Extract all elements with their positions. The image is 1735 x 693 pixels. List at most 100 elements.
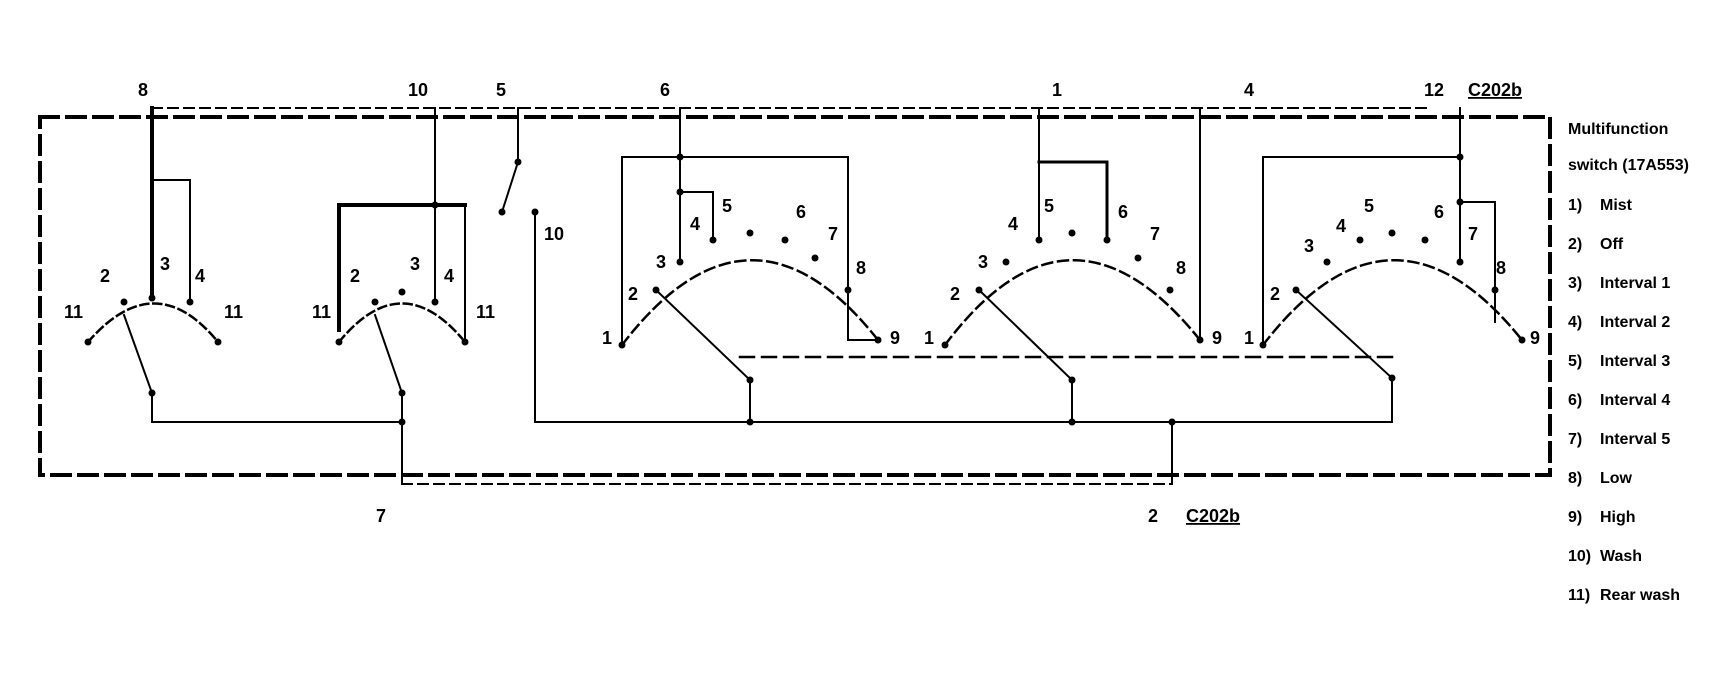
rotary-1-label-2: 2 — [628, 284, 638, 304]
terminal-dot — [618, 341, 626, 349]
switch-a-label-4: 4 — [195, 266, 205, 286]
terminal-dot — [1259, 341, 1267, 349]
legend-item-number: 10) — [1568, 548, 1592, 565]
switch-a-label-2: 2 — [100, 266, 110, 286]
rotary-2-label-1: 1 — [924, 328, 934, 348]
terminal-dot — [746, 376, 754, 384]
rotary-1-label-8: 8 — [856, 258, 866, 278]
legend-item-label: Interval 1 — [1600, 275, 1671, 292]
rotary-1-wire — [679, 191, 714, 241]
top-pin-8: 8 — [138, 80, 148, 100]
wash-switch-blade — [500, 160, 520, 214]
rotary-3-label-4: 4 — [1336, 216, 1346, 236]
rotary-3-arc — [1261, 259, 1524, 347]
legend-item-label: Wash — [1600, 548, 1643, 565]
rotary-1-label-9: 9 — [890, 328, 900, 348]
legend-item: 9) High — [1568, 498, 1733, 537]
terminal-dot — [148, 294, 156, 302]
legend-item-number: 1) — [1568, 197, 1583, 214]
terminal-dot — [1103, 236, 1111, 244]
terminal-dot — [676, 258, 684, 266]
terminal-dot — [1068, 229, 1076, 237]
terminal-dot — [1456, 153, 1464, 161]
rotary-3-label-5: 5 — [1364, 196, 1374, 216]
terminal-dot — [1166, 286, 1174, 294]
legend-item-number: 11) — [1568, 587, 1591, 604]
legend-item-label: Mist — [1600, 197, 1632, 214]
switch-a-blade — [122, 313, 154, 395]
terminal-dot — [874, 336, 882, 344]
terminal-dot — [1421, 236, 1429, 244]
terminal-dot — [1035, 236, 1043, 244]
bottom-pin-2: 2 — [1148, 506, 1158, 526]
terminal-dot — [1491, 286, 1499, 294]
terminal-dot — [398, 389, 406, 397]
switch-b-arc — [337, 302, 467, 344]
rotary-1-label-6: 6 — [796, 202, 806, 222]
switch-a-arc — [86, 302, 220, 344]
terminal-dot — [676, 188, 684, 196]
rotary-3-label-6: 6 — [1434, 202, 1444, 222]
rotary-3-wire — [1262, 156, 1461, 346]
rotary-1-label-5: 5 — [722, 196, 732, 216]
rotary-1-label-7: 7 — [828, 224, 838, 244]
terminal-dot — [84, 338, 92, 346]
legend-item: 6)Interval 4 — [1568, 381, 1733, 420]
terminal-dot — [1323, 258, 1331, 266]
legend-item-label: Interval 2 — [1600, 314, 1671, 331]
legend-item-label: Low — [1600, 470, 1632, 487]
legend-item: 4) Interval 2 — [1568, 303, 1733, 342]
legend-item-number: 7) — [1568, 431, 1583, 448]
switch-b-label-11-right: 11 — [476, 302, 495, 322]
rotary-3-label-1: 1 — [1244, 328, 1254, 348]
terminal-dot — [1068, 376, 1076, 384]
legend-item: 3) Interval 1 — [1568, 264, 1733, 303]
switch-a-wire — [151, 179, 191, 303]
legend-item: 11)Rear wash — [1568, 576, 1733, 615]
terminal-dot — [1518, 336, 1526, 344]
terminal-dot — [335, 338, 343, 346]
legend-item-label: High — [1600, 509, 1636, 526]
legend-item-number: 5) — [1568, 353, 1583, 370]
terminal-dot — [431, 298, 439, 306]
legend-item-number: 6) — [1568, 392, 1583, 409]
rotary-3-label-9: 9 — [1530, 328, 1540, 348]
rotary-1-label-1: 1 — [602, 328, 612, 348]
legend-title-line-2: switch (17A553) — [1568, 157, 1689, 174]
legend-item-number: 4) — [1568, 314, 1583, 331]
wash-switch-label-10: 10 — [544, 224, 564, 244]
rotary-2-label-8: 8 — [1176, 258, 1186, 278]
terminal-dot — [941, 341, 949, 349]
terminal-dot — [844, 286, 852, 294]
rotary-2-label-2: 2 — [950, 284, 960, 304]
top-pin-6: 6 — [660, 80, 670, 100]
switch-legend: Multifunction switch (17A553) 1) Mist 2)O… — [1568, 112, 1733, 615]
switch-b-label-4: 4 — [444, 266, 454, 286]
terminal-dot — [1068, 418, 1076, 426]
legend-item: 2)Off — [1568, 225, 1733, 264]
rotary-1-wire — [621, 156, 879, 346]
rotary-3-label-7: 7 — [1468, 224, 1478, 244]
rotary-1-label-4: 4 — [690, 214, 700, 234]
terminal-dot — [781, 236, 789, 244]
legend-item-label: Off — [1600, 236, 1624, 253]
rotary-2-label-6: 6 — [1118, 202, 1128, 222]
terminal-dot — [811, 254, 819, 262]
terminal-dot — [746, 418, 754, 426]
terminal-dot — [1388, 374, 1396, 382]
terminal-dot — [975, 286, 983, 294]
rotary-1-blade — [654, 288, 752, 382]
legend-item-number: 3) — [1568, 275, 1583, 292]
switch-b-label-11-left: 11 — [312, 302, 331, 322]
switch-a-label-3: 3 — [160, 254, 170, 274]
terminal-dot — [214, 338, 222, 346]
legend-title-line-1: Multifunction — [1568, 121, 1669, 138]
legend-item: 7)Interval 5 — [1568, 420, 1733, 459]
rotary-2-label-9: 9 — [1212, 328, 1222, 348]
switch-boundary — [38, 115, 1552, 477]
terminal-dot — [531, 208, 539, 216]
legend-item-number: 9) — [1568, 509, 1583, 526]
legend-item-number: 8) — [1568, 470, 1583, 487]
terminal-dot — [1388, 229, 1396, 237]
